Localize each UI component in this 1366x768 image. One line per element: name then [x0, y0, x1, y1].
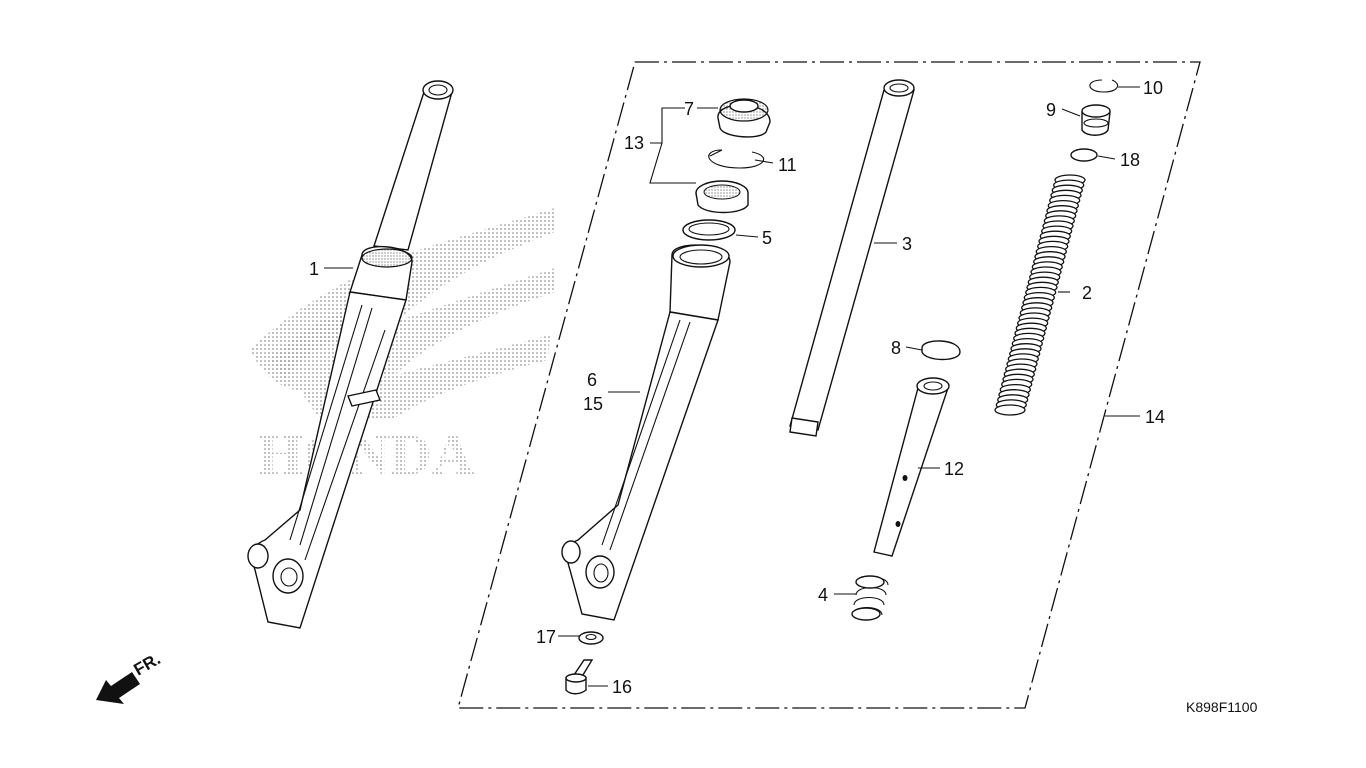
callout-13: 13: [624, 133, 644, 153]
callout-15: 15: [583, 394, 603, 414]
part-6-fork-slider: [561, 244, 731, 621]
part-4-rebound-spring: [851, 575, 889, 621]
part-10-snap-ring: [1089, 79, 1119, 93]
callout-2: 2: [1082, 283, 1092, 303]
part-5-backup-ring: [682, 219, 736, 241]
callout-14: 14: [1145, 407, 1165, 427]
callout-1: 1: [309, 259, 319, 279]
honda-wing-logo: HONDA: [250, 208, 555, 487]
callout-17: 17: [536, 627, 556, 647]
part-9-fork-bolt: [1081, 104, 1111, 136]
callout-6: 6: [587, 370, 597, 390]
part-7-dust-seal: [717, 98, 771, 138]
front-direction-arrow: FR.: [96, 649, 164, 704]
front-direction-label: FR.: [131, 649, 164, 679]
callout-11: 11: [778, 155, 797, 175]
assembly-boundary: [457, 61, 1201, 709]
callout-5: 5: [762, 228, 772, 248]
callout-7: 7: [684, 99, 694, 119]
part-11-circlip: [708, 149, 765, 169]
callout-9: 9: [1046, 100, 1056, 120]
honda-logo-text: HONDA: [258, 422, 474, 487]
callout-3: 3: [902, 234, 912, 254]
callout-8: 8: [891, 338, 901, 358]
callout-18: 18: [1120, 150, 1140, 170]
callout-10: 10: [1143, 78, 1163, 98]
part-12-damper-rod: [873, 377, 950, 557]
figure-code: K898F1100: [1186, 699, 1258, 715]
callout-16: 16: [612, 677, 632, 697]
part-8-piston-ring: [921, 340, 961, 361]
callout-labels: 1 2 3 4 5 6 15 7 8 9 10 11 12 13 14 16 1…: [309, 78, 1165, 697]
spring-coil: [994, 404, 1026, 416]
part-16-socket-bolt: [565, 659, 594, 695]
part-2-fork-spring: [994, 174, 1086, 416]
part-17-washer: [578, 631, 604, 645]
callout-12: 12: [944, 459, 964, 479]
part-3-fork-pipe: [789, 79, 915, 437]
leader-lines: [324, 86, 1140, 687]
part-18-o-ring: [1070, 148, 1098, 162]
callout-4: 4: [818, 585, 828, 605]
part-13-oil-seal: [695, 180, 749, 214]
part-1-fork-leg: [247, 80, 454, 629]
